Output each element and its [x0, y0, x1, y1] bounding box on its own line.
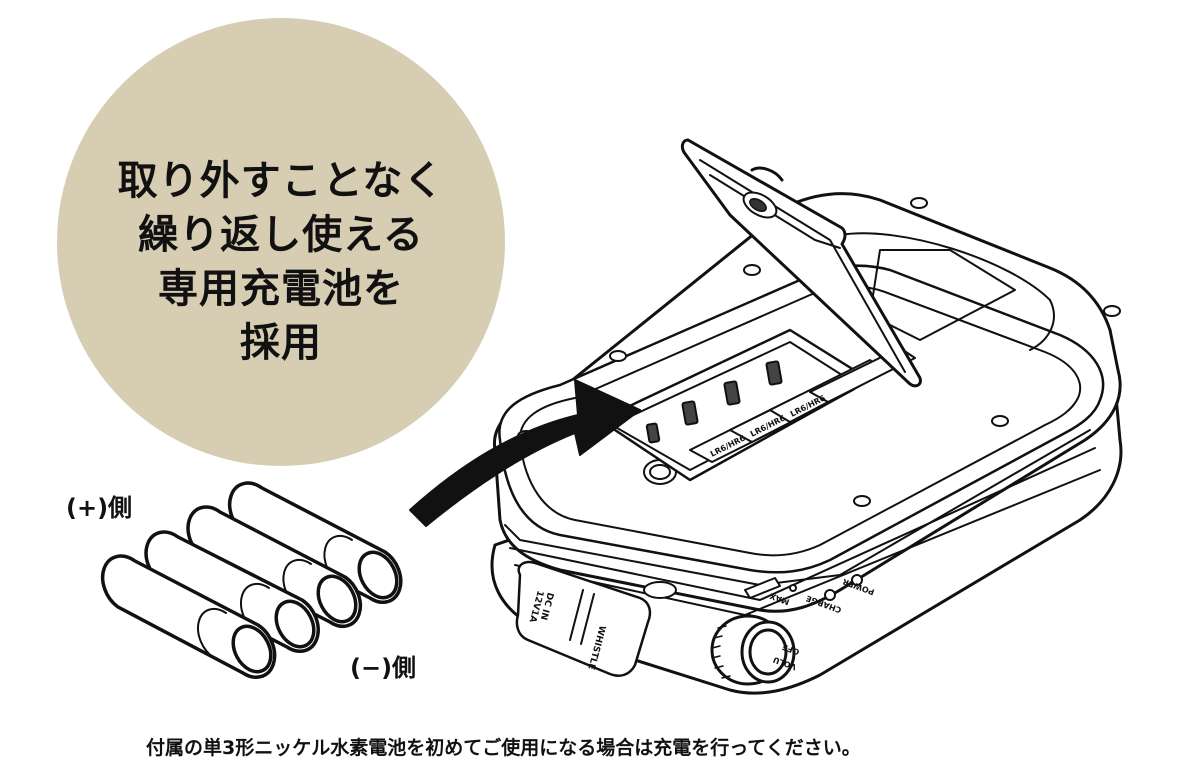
minus-side-label: (−)側	[350, 654, 417, 682]
battery-1	[100, 554, 277, 679]
plus-side-label: (+)側	[66, 494, 133, 522]
volume-knob	[710, 613, 796, 686]
headline-badge: 取り外すことなく 繰り返し使える 専用充電池を 採用	[57, 18, 505, 466]
headline-line-3: 専用充電池を	[158, 266, 404, 312]
headline-line-1: 取り外すことなく	[117, 158, 445, 204]
charging-footnote: 付属の単3形ニッケル水素電池を初めてご使用になる場合は充電を行ってください。	[146, 737, 861, 759]
radio-device: LR6/HR6 LR6/HR6 LR6/HR6 DC IN 12V1A WHIS…	[490, 138, 1123, 695]
headline-line-4: 採用	[240, 320, 322, 366]
aa-batteries	[100, 481, 403, 679]
insert-arrow-icon	[409, 379, 641, 527]
headline-line-2: 繰り返し使える	[138, 212, 424, 258]
battery-4	[227, 481, 403, 604]
